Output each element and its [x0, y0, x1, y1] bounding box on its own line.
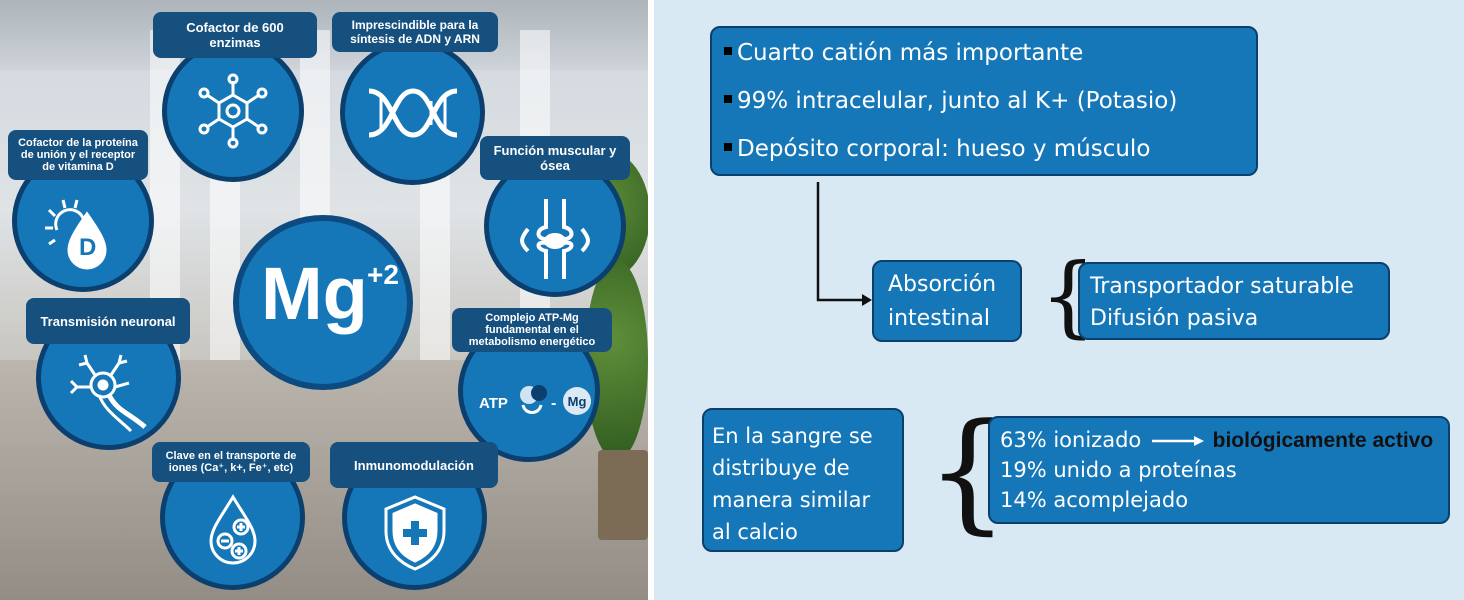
magnesium-functions-panel: Cofactor de 600 enzimas Imprescindible p…: [0, 0, 648, 600]
dna-circle: [340, 40, 485, 185]
ion-drop-icon: [205, 493, 261, 565]
molecule-icon: [195, 73, 271, 149]
panel-divider: [648, 0, 654, 600]
atp-mg-icon: ATP - Mg: [467, 383, 591, 423]
blood-title-line: distribuye de: [712, 456, 850, 480]
plant-leaves: [585, 260, 648, 460]
mg-badge-text: Mg: [567, 393, 587, 409]
mechanism-item: Transportador saturable: [1090, 274, 1354, 299]
fact-item: 99% intracelular, junto al K+ (Potasio): [724, 88, 1177, 114]
blood-title-line: manera similar: [712, 488, 871, 512]
neuron-icon: [69, 353, 149, 433]
general-facts-box: Cuarto catión más importante 99% intrace…: [710, 26, 1258, 176]
shield-plus-icon: [380, 493, 450, 573]
bullet-icon: [724, 46, 732, 55]
absorption-box: Absorción intestinal: [872, 260, 1022, 342]
ionized-text: 63% ionizado: [1000, 428, 1142, 452]
fact-item: Cuarto catión más importante: [724, 40, 1083, 66]
protein-bound-fraction: 19% unido a proteínas: [1000, 458, 1237, 482]
vitamin-d-label: Cofactor de la proteína de unión y el re…: [8, 130, 148, 180]
ionized-fraction: 63% ionizado biológicamente activo: [1000, 428, 1433, 453]
dna-icon: [365, 83, 461, 143]
enzymes-label: Cofactor de 600 enzimas: [153, 12, 317, 58]
joint-icon: [520, 199, 590, 279]
blood-fractions-box: 63% ionizado biológicamente activo 19% u…: [988, 416, 1450, 524]
sun-drop-icon: D: [43, 192, 123, 272]
biologically-active-text: biológicamente activo: [1212, 429, 1434, 452]
atp-dash: -: [551, 395, 557, 412]
blood-title-line: En la sangre se: [712, 424, 873, 448]
mechanism-item: Difusión pasiva: [1090, 306, 1259, 331]
complexed-fraction: 14% acomplejado: [1000, 488, 1189, 512]
absorption-title-line1: Absorción: [888, 272, 997, 297]
enzymes-circle: [162, 40, 304, 182]
bullet-icon: [724, 142, 732, 151]
flow-arrow: [816, 182, 872, 306]
ion-transport-label: Clave en el transporte de iones (Ca⁺, k+…: [152, 442, 310, 482]
blood-distribution-box: En la sangre se distribuye de manera sim…: [702, 408, 904, 552]
magnesium-facts-panel: Cuarto catión más importante 99% intrace…: [654, 0, 1464, 600]
dna-label: Imprescindible para la síntesis de ADN y…: [332, 12, 498, 52]
mg-badge: Mg: [563, 387, 591, 415]
atp-mg-label: Complejo ATP-Mg fundamental en el metabo…: [452, 308, 612, 352]
bullet-icon: [724, 94, 732, 103]
vitamin-d-letter: D: [79, 234, 97, 261]
magnesium-ion-circle: Mg +2: [233, 215, 413, 390]
arrow-right-icon: [1151, 436, 1204, 446]
blood-title-line: al calcio: [712, 520, 798, 544]
atp-text: ATP: [479, 395, 508, 412]
muscle-bone-label: Función muscular y ósea: [480, 136, 630, 180]
mg-charge: +2: [367, 259, 399, 290]
plant-pot: [598, 450, 648, 540]
fact-item: Depósito corporal: hueso y músculo: [724, 136, 1150, 162]
mg-symbol: Mg: [261, 252, 368, 335]
immunomodulation-label: Inmunomodulación: [330, 442, 498, 488]
neuronal-label: Transmisión neuronal: [26, 298, 190, 344]
absorption-mechanisms-box: Transportador saturable Difusión pasiva: [1078, 262, 1390, 340]
absorption-title-line2: intestinal: [888, 306, 990, 331]
